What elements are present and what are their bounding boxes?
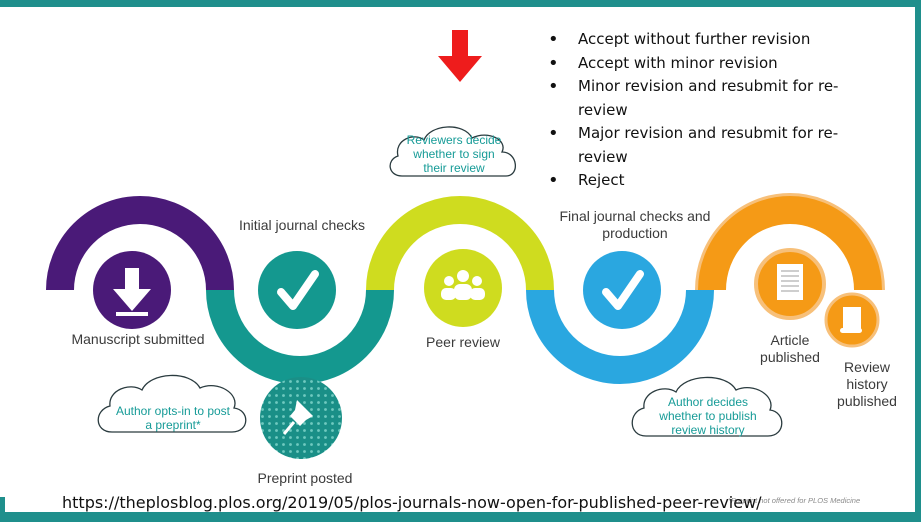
down-arrow-icon (113, 268, 151, 316)
right-frame-bar (915, 0, 921, 512)
article-published-node (754, 248, 826, 320)
decision-item: Minor revision and resubmit for re-revie… (548, 75, 868, 122)
final-checks-node (583, 251, 661, 329)
author-preprint-cloud (97, 374, 247, 433)
initial-checks-node (258, 251, 336, 329)
manuscript-node (93, 251, 171, 329)
decision-item: Accept with minor revision (548, 52, 868, 76)
source-url-link[interactable]: https://theplosblog.plos.org/2019/05/plo… (62, 493, 762, 512)
decision-item: Accept without further revision (548, 28, 868, 52)
reviewers-cloud-text: Reviewers decide whether to sign their r… (406, 133, 502, 175)
teal-arc (206, 289, 394, 384)
pushpin-icon (282, 400, 313, 435)
left-frame-bar (0, 497, 5, 512)
top-frame-bar (0, 0, 921, 7)
orange-arc (698, 196, 882, 291)
reviewers-cloud (389, 126, 516, 177)
decision-item: Major revision and resubmit for re-revie… (548, 122, 868, 169)
checkmark-icon (277, 270, 319, 310)
red-down-arrow-icon (438, 30, 482, 82)
lime-arc (366, 196, 554, 291)
people-icon (441, 270, 485, 300)
manuscript-submitted-label: Manuscript submitted (71, 331, 205, 347)
preprint-posted-label: Preprint posted (257, 470, 353, 486)
scroll-icon (840, 307, 862, 333)
preprint-node (260, 377, 342, 459)
blue-arc (526, 289, 714, 384)
article-published-label: Article published (760, 332, 820, 365)
review-history-published-label: Review history published (837, 359, 897, 409)
initial-checks-label: Initial journal checks (238, 217, 366, 233)
author-history-cloud-text: Author decides whether to publish review… (659, 395, 757, 437)
purple-arc (46, 196, 234, 291)
author-history-cloud (631, 376, 783, 437)
document-icon (777, 264, 803, 300)
author-preprint-cloud-text: Author opts-in to post a preprint* (115, 404, 231, 432)
decision-list: Accept without further revision Accept w… (548, 28, 868, 193)
decision-item: Reject (548, 169, 868, 193)
preprint-footnote: *Preprint not offered for PLOS Medicine (728, 496, 861, 505)
review-history-node (824, 292, 880, 348)
peer-review-node (424, 249, 502, 327)
checkmark-icon (602, 270, 644, 310)
final-checks-label: Final journal checks and production (559, 208, 711, 241)
peer-review-label: Peer review (426, 334, 500, 350)
bottom-frame-bar (0, 512, 921, 522)
